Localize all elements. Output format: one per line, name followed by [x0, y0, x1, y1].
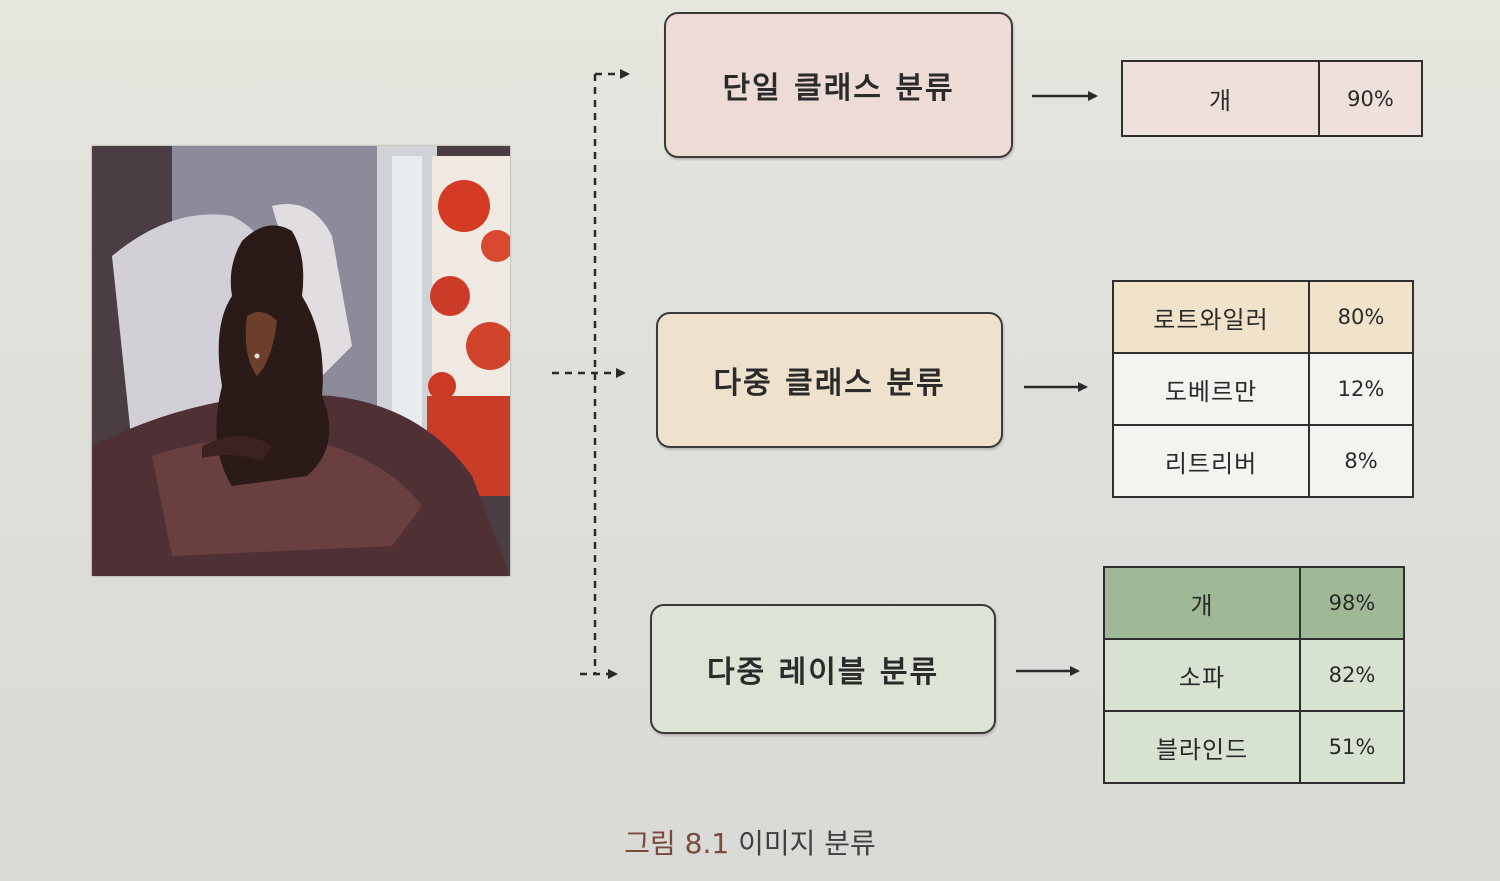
dashed-branch-arrows [552, 69, 630, 679]
multi-class-box: 다중 클래스 분류 [656, 312, 1003, 448]
result-row: 소파 82% [1103, 638, 1405, 712]
result-percent: 51% [1299, 710, 1405, 784]
result-row: 개 90% [1121, 60, 1423, 137]
result-row: 도베르만 12% [1112, 352, 1414, 426]
multi-label-title: 다중 레이블 분류 [706, 655, 940, 690]
result-percent: 90% [1318, 60, 1423, 137]
figure-title: 이미지 분류 [738, 827, 876, 860]
figure-caption: 그림 8.1 이미지 분류 [0, 822, 1500, 862]
result-label: 소파 [1103, 638, 1301, 712]
result-label: 도베르만 [1112, 352, 1310, 426]
single-class-title: 단일 클래스 분류 [722, 71, 955, 106]
result-percent: 12% [1308, 352, 1414, 426]
dog-photo [92, 146, 510, 576]
multi-label-result-table: 개 98% 소파 82% 블라인드 51% [1103, 566, 1405, 784]
result-label: 개 [1103, 566, 1301, 640]
result-percent: 98% [1299, 566, 1405, 640]
result-percent: 82% [1299, 638, 1405, 712]
multi-class-title: 다중 클래스 분류 [713, 366, 946, 401]
result-row: 블라인드 51% [1103, 710, 1405, 784]
result-label: 리트리버 [1112, 424, 1310, 498]
single-class-result-table: 개 90% [1121, 60, 1423, 137]
dog-photo-illustration [92, 146, 510, 576]
multi-label-box: 다중 레이블 분류 [650, 604, 996, 734]
multi-class-result-table: 로트와일러 80% 도베르만 12% 리트리버 8% [1112, 280, 1414, 498]
result-label: 로트와일러 [1112, 280, 1310, 354]
result-row: 로트와일러 80% [1112, 280, 1414, 354]
result-label: 블라인드 [1103, 710, 1301, 784]
figure-number: 그림 8.1 [624, 827, 730, 860]
solid-result-arrows [1016, 91, 1098, 676]
result-percent: 80% [1308, 280, 1414, 354]
single-class-box: 단일 클래스 분류 [664, 12, 1013, 158]
result-row: 리트리버 8% [1112, 424, 1414, 498]
result-percent: 8% [1308, 424, 1414, 498]
result-row: 개 98% [1103, 566, 1405, 640]
result-label: 개 [1121, 60, 1320, 137]
